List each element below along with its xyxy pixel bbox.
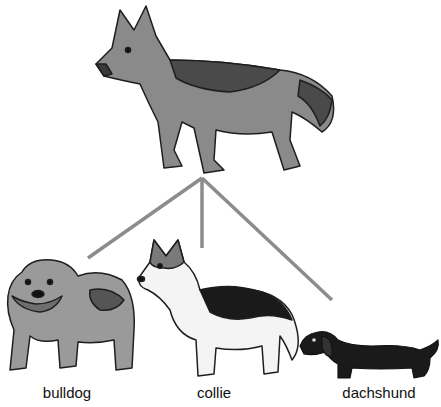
dachshund-figure [300,332,438,378]
branch-lines [88,178,332,300]
collie-figure [138,240,299,376]
breed-label: collie [197,384,231,402]
branch-line [202,178,332,300]
branch-line [88,178,202,258]
wolf-figure [96,6,334,173]
bulldog-figure [8,260,135,370]
branch-line [200,178,204,248]
breed-label: bulldog [43,384,91,402]
breed-label: dachshund [342,384,415,402]
